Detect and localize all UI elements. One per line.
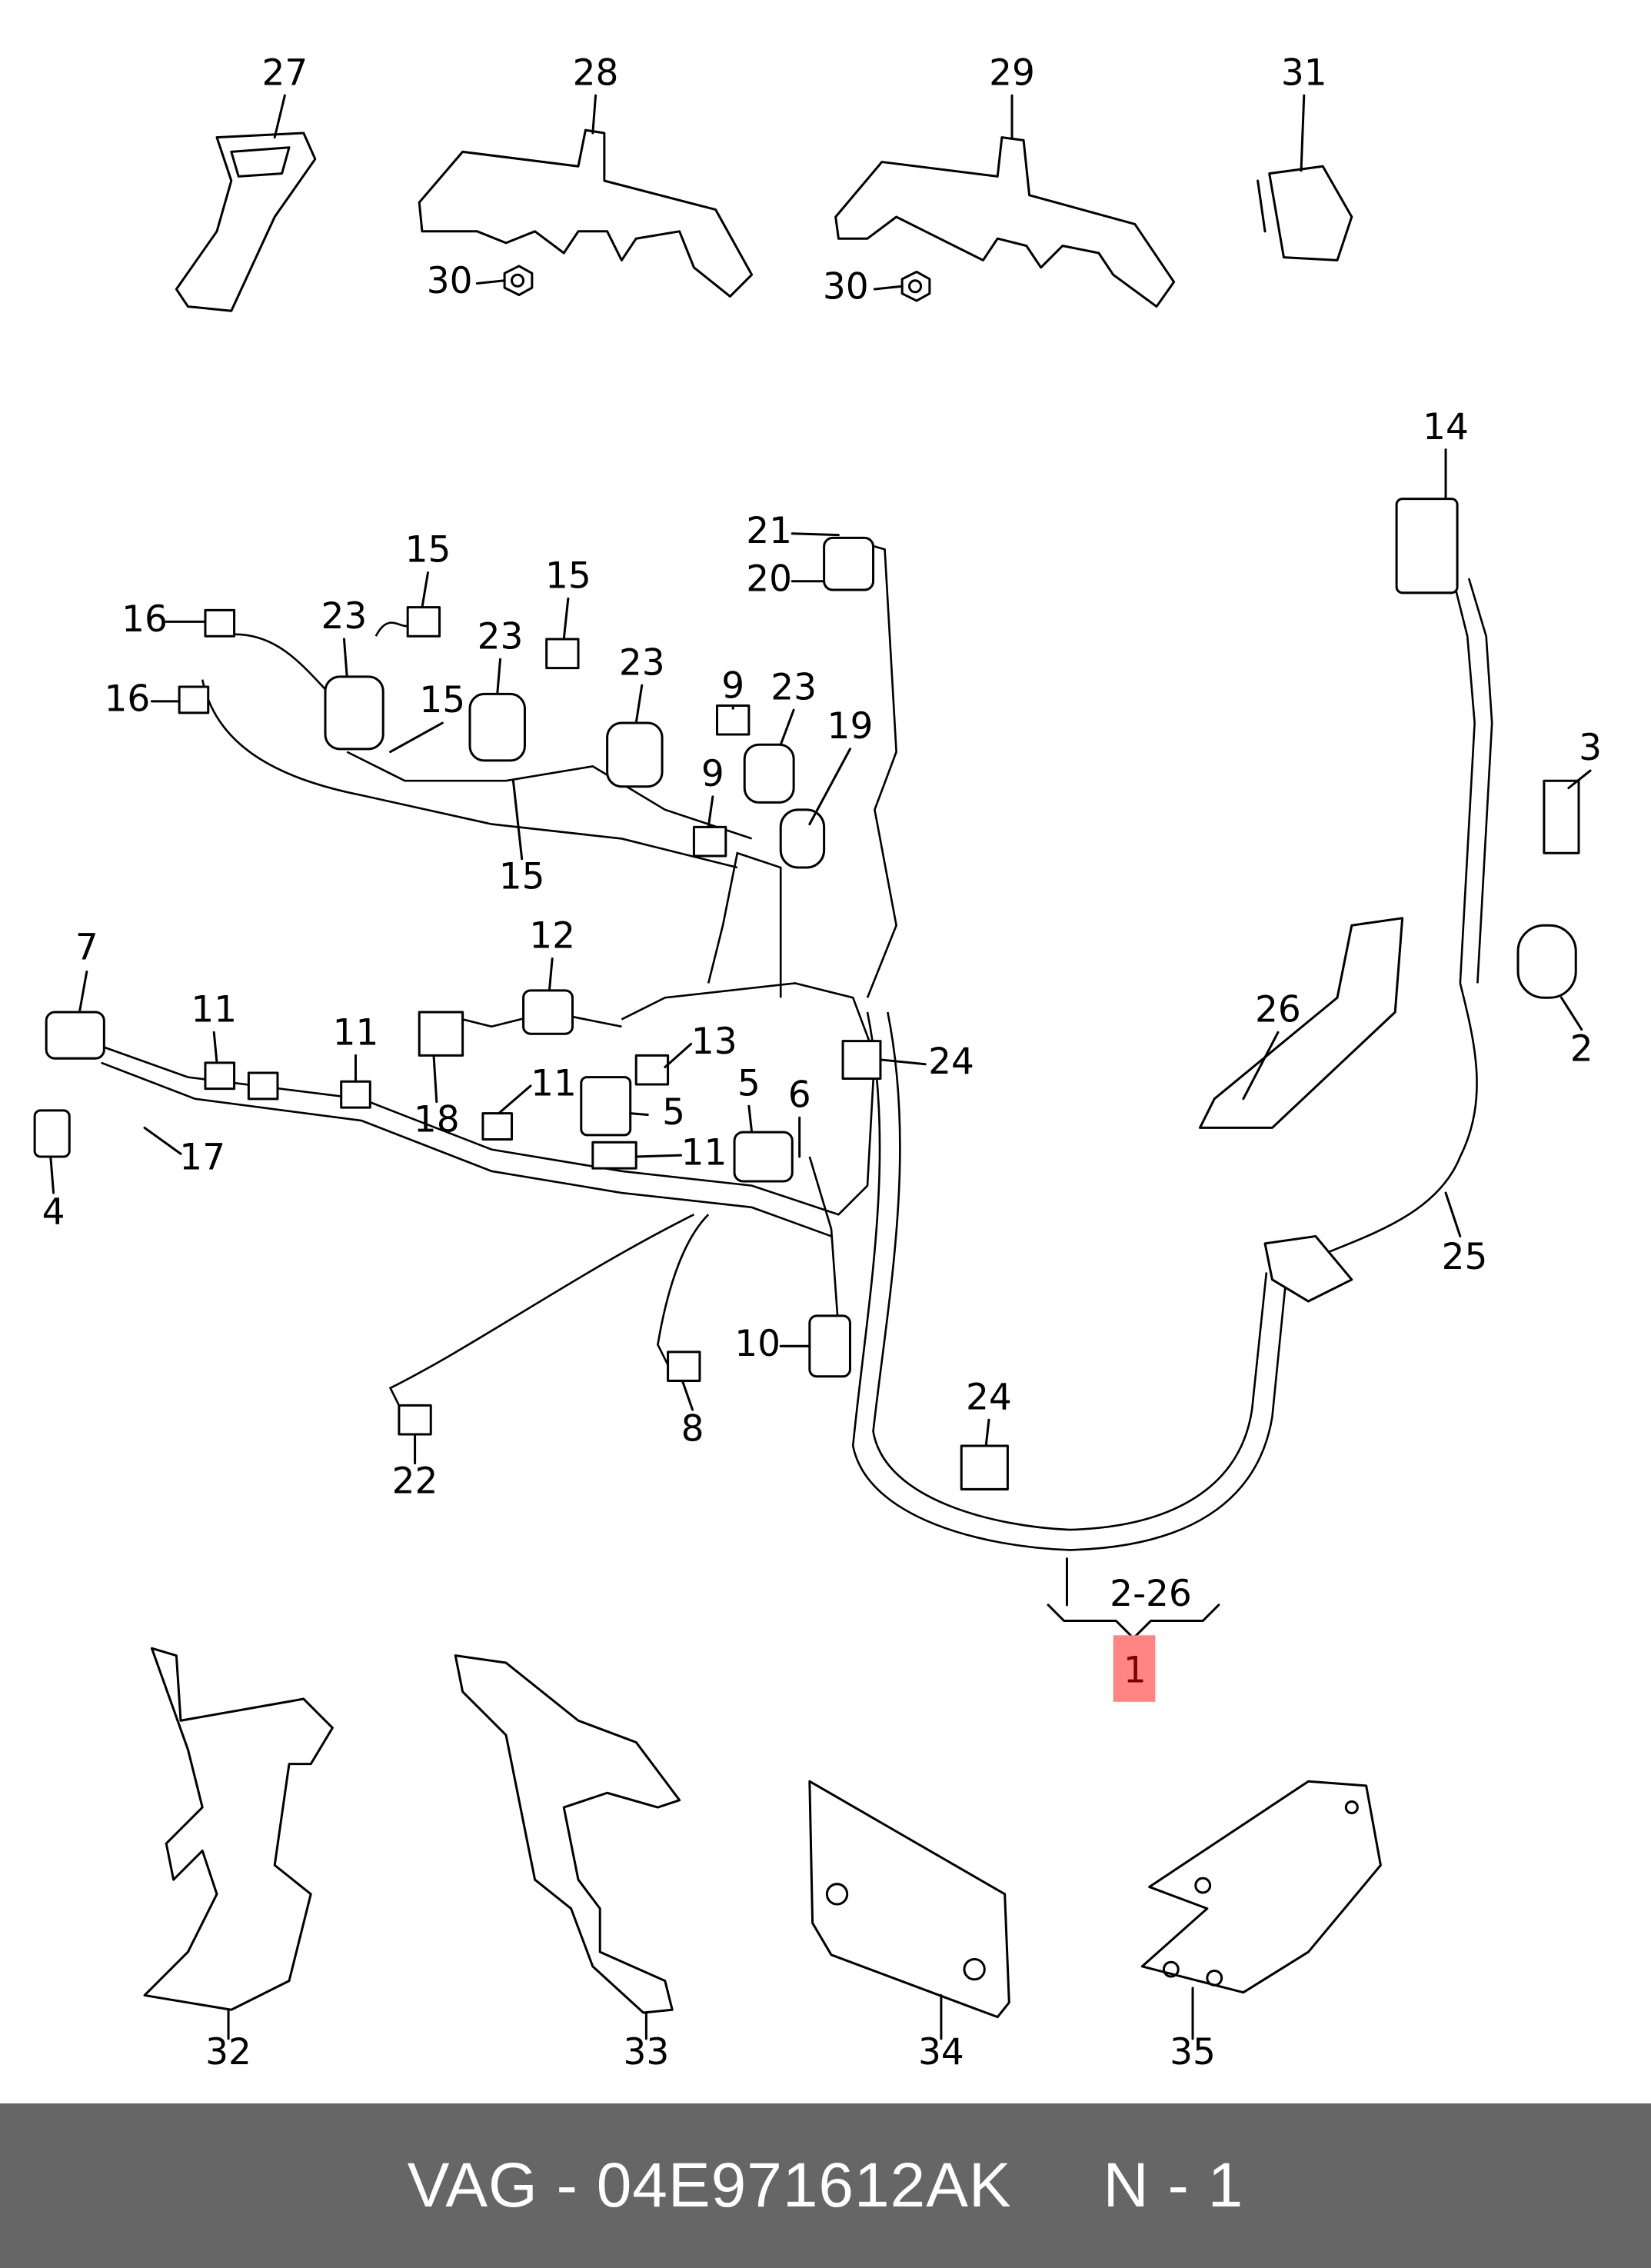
callout-label-18[interactable]: 18 (414, 1098, 460, 1141)
callout-label-25[interactable]: 25 (1442, 1236, 1488, 1278)
part-number: 04E971612AK (596, 2150, 1012, 2220)
callout-label-16[interactable]: 16 (121, 598, 168, 641)
part-32-bracket (143, 1647, 334, 2040)
callout-label-29[interactable]: 29 (989, 52, 1035, 94)
callout-label-32[interactable]: 32 (205, 2031, 251, 2073)
callout-label-24[interactable]: 24 (928, 1041, 974, 1083)
part-31-clip (1257, 165, 1353, 261)
callout-label-17[interactable]: 17 (179, 1136, 225, 1178)
highlighted-part-label[interactable]: 1 (1123, 1650, 1147, 1692)
callout-label-31[interactable]: 31 (1281, 52, 1327, 94)
callout-label-11[interactable]: 11 (191, 989, 237, 1031)
callout-label-15[interactable]: 15 (405, 529, 451, 571)
callout-label-27[interactable]: 27 (261, 52, 308, 94)
part-30-nut (503, 265, 931, 302)
callout-label-24[interactable]: 24 (966, 1376, 1012, 1418)
callout-label-15[interactable]: 15 (545, 555, 591, 598)
callout-label-21[interactable]: 21 (746, 510, 792, 552)
separator: - (538, 2150, 597, 2220)
callout-label-3[interactable]: 3 (1579, 727, 1602, 769)
group-range-label: 2-26 (1110, 1573, 1192, 1615)
callout-label-23[interactable]: 23 (321, 595, 368, 638)
spacer (1012, 2150, 1103, 2222)
callout-label-23[interactable]: 23 (619, 641, 665, 684)
callout-label-11[interactable]: 11 (531, 1062, 577, 1104)
callout-label-35[interactable]: 35 (1170, 2031, 1216, 2073)
callout-label-30[interactable]: 30 (427, 260, 473, 302)
callout-label-11[interactable]: 11 (333, 1012, 379, 1054)
callout-label-33[interactable]: 33 (623, 2031, 669, 2073)
callout-label-10[interactable]: 10 (734, 1323, 781, 1365)
callout-label-2[interactable]: 2 (1570, 1027, 1593, 1070)
callout-label-15[interactable]: 15 (419, 679, 465, 721)
part-35-bracket (1140, 1780, 1382, 2040)
part-34-plate (808, 1780, 1010, 2040)
callout-label-5[interactable]: 5 (737, 1062, 761, 1104)
footer-bar: VAG - 04E971612AK N - 1 (0, 2103, 1651, 2268)
callout-label-6[interactable]: 6 (788, 1074, 811, 1116)
callout-label-34[interactable]: 34 (918, 2031, 964, 2073)
connectors (33, 498, 1580, 1490)
callout-label-16[interactable]: 16 (105, 678, 151, 720)
callout-label-20[interactable]: 20 (746, 558, 792, 600)
callout-label-11[interactable]: 11 (681, 1132, 727, 1174)
callout-label-14[interactable]: 14 (1423, 406, 1469, 448)
position-label: N - 1 (1103, 2150, 1244, 2220)
callout-label-13[interactable]: 13 (691, 1021, 737, 1063)
callout-label-19[interactable]: 19 (827, 705, 874, 748)
callout-label-28[interactable]: 28 (573, 52, 619, 94)
brand: VAG (407, 2150, 538, 2220)
callout-label-5[interactable]: 5 (662, 1091, 685, 1134)
callout-label-22[interactable]: 22 (392, 1460, 438, 1502)
callout-label-23[interactable]: 23 (478, 615, 524, 658)
part-27-grommet (175, 132, 317, 312)
part-28-bracket (418, 128, 754, 298)
callout-label-12[interactable]: 12 (529, 915, 575, 957)
callout-label-15[interactable]: 15 (499, 856, 545, 898)
callout-label-9[interactable]: 9 (721, 664, 744, 707)
callout-label-23[interactable]: 23 (771, 666, 817, 708)
part-29-bracket (834, 136, 1176, 308)
callout-label-8[interactable]: 8 (681, 1408, 704, 1450)
part-33-bracket (454, 1654, 681, 2040)
callout-label-30[interactable]: 30 (823, 266, 869, 308)
callout-label-9[interactable]: 9 (701, 753, 724, 795)
highlight-box (1113, 1635, 1156, 1702)
callout-label-7[interactable]: 7 (75, 927, 98, 969)
callout-label-4[interactable]: 4 (42, 1191, 65, 1234)
callout-label-26[interactable]: 26 (1255, 989, 1301, 1031)
